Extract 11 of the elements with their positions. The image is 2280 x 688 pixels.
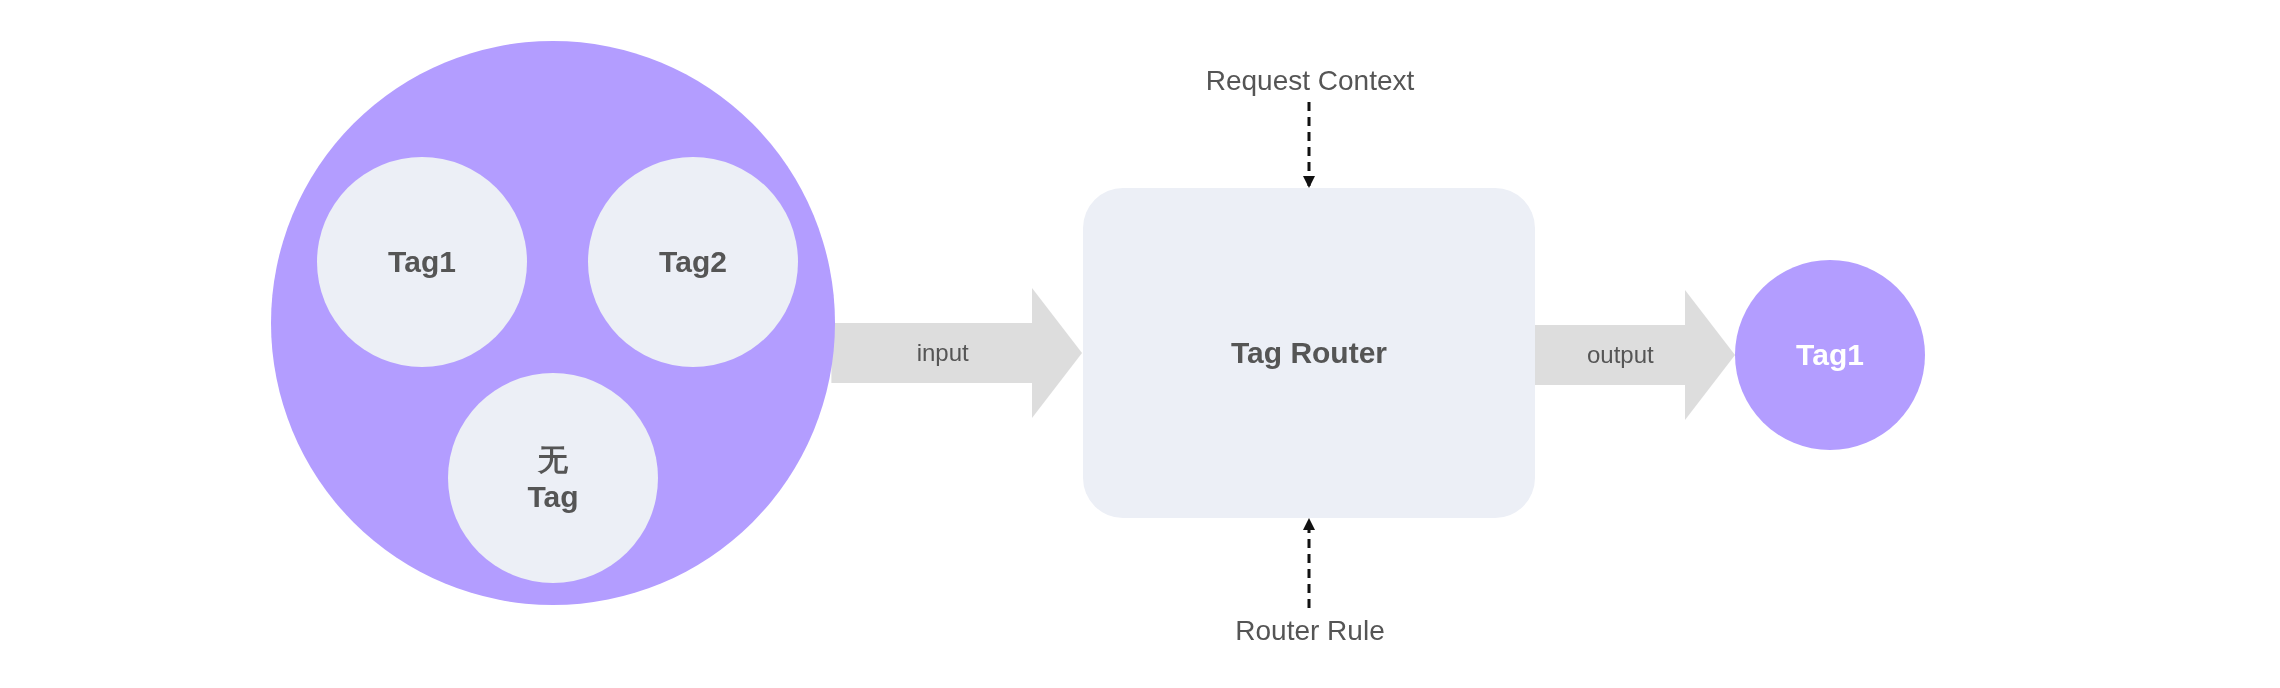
tag-circle: Tag2 (588, 157, 798, 367)
block-arrow (831, 288, 1082, 418)
arrow (1303, 102, 1315, 188)
tag-circle: 无 Tag (448, 373, 658, 583)
block-arrow (1534, 290, 1735, 420)
tag-circle: Tag1 (317, 157, 527, 367)
input-label: Request Context (1150, 58, 1470, 102)
result-circle: Tag1 (1735, 260, 1925, 450)
router-box: Tag Router (1083, 188, 1535, 518)
arrow (1303, 518, 1315, 608)
input-label: Router Rule (1150, 608, 1470, 652)
